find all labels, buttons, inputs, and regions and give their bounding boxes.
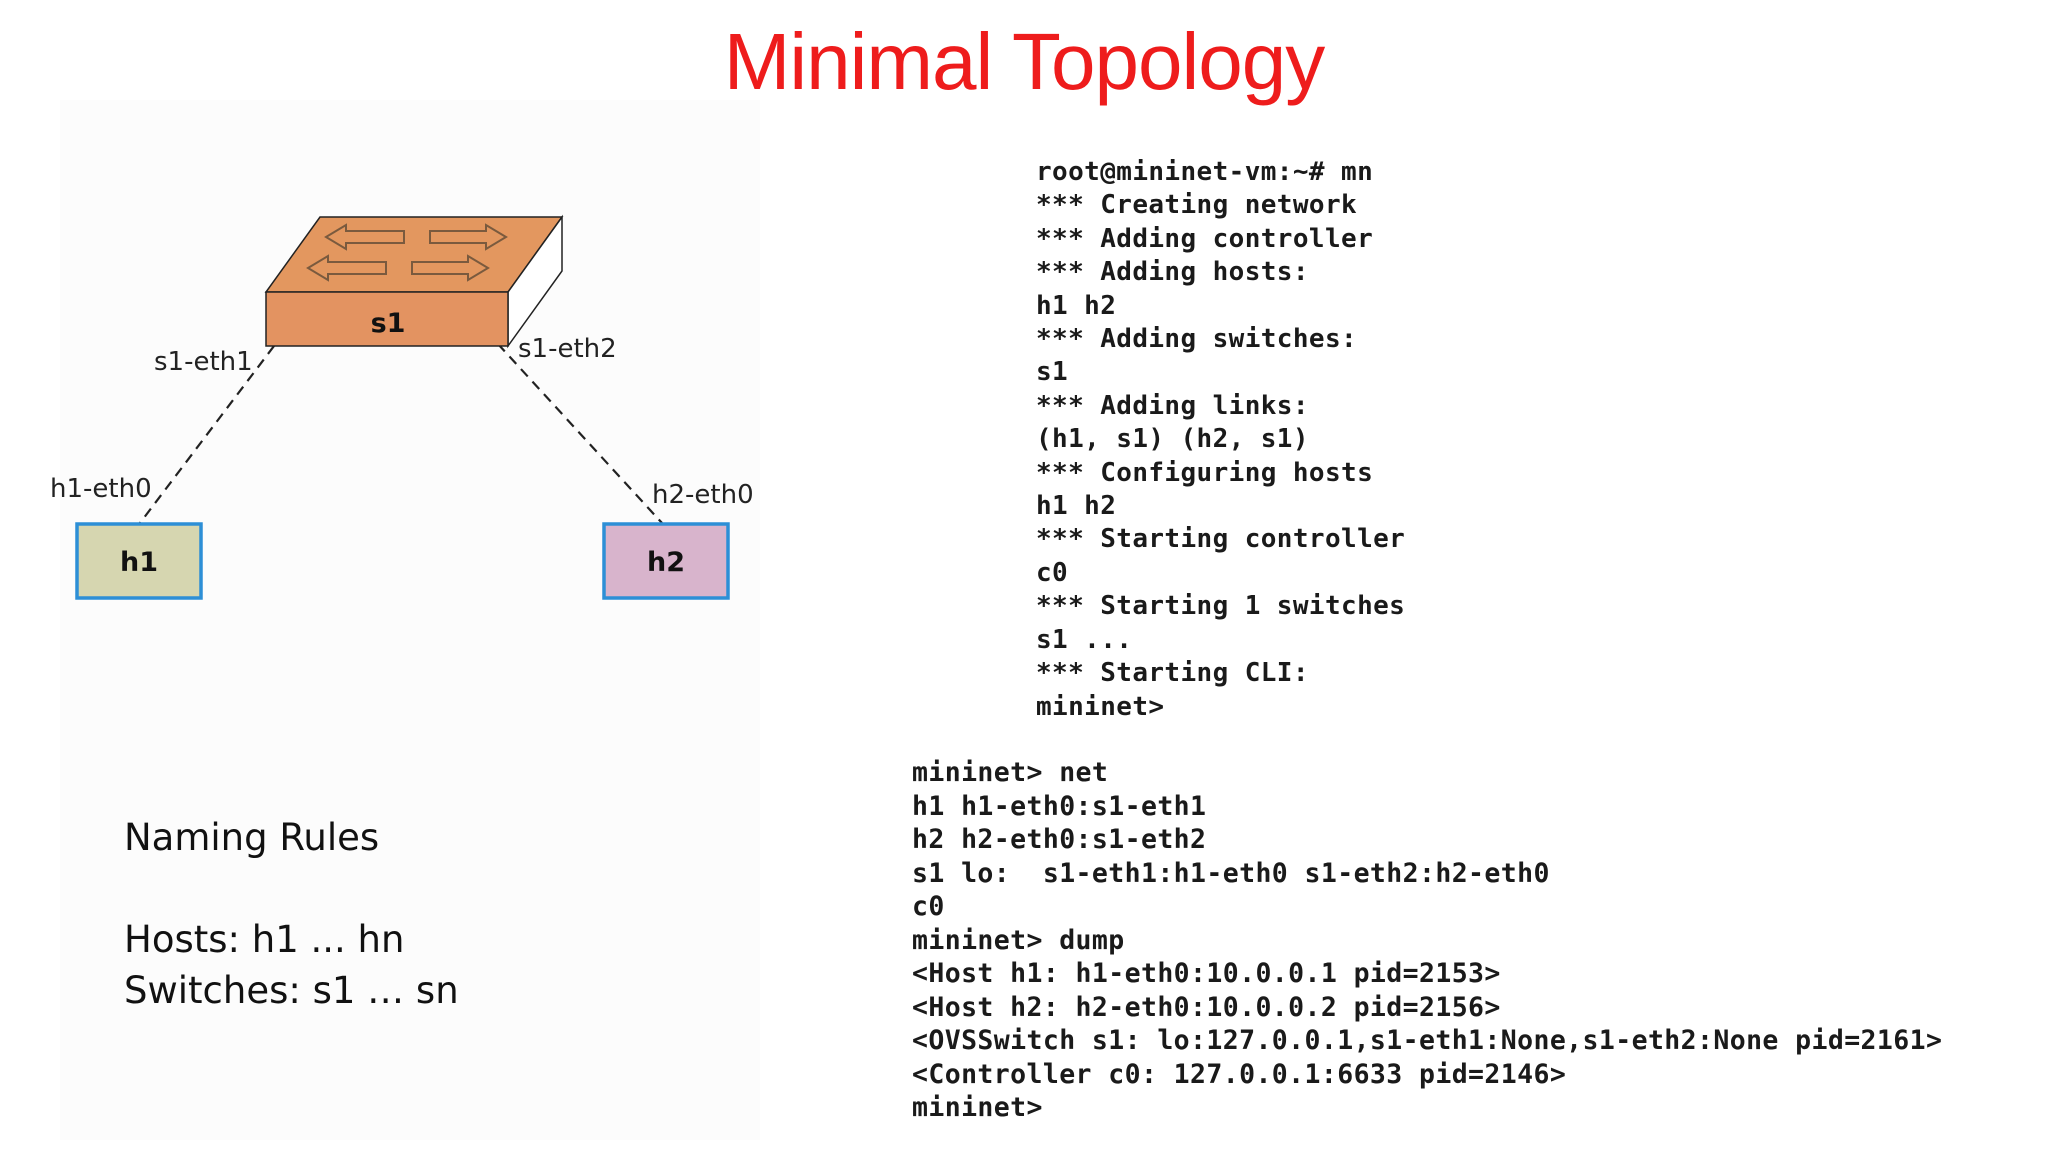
terminal-startup-line: mininet> bbox=[1036, 691, 1165, 722]
switch-arrows-icon bbox=[306, 223, 508, 282]
terminal-startup-line: *** Adding switches: bbox=[1036, 324, 1358, 355]
host-h2: h2 bbox=[602, 522, 730, 600]
terminal-startup-bg bbox=[1020, 150, 1480, 730]
terminal-startup-line: s1 bbox=[1036, 357, 1069, 388]
terminal-commands-line: h1 h1-eth0:s1-eth1 bbox=[912, 790, 1207, 822]
naming-rules-spacer bbox=[124, 863, 459, 914]
terminal-startup-line: *** Configuring hosts bbox=[1036, 457, 1374, 488]
terminal-startup-line: *** Starting controller bbox=[1036, 524, 1406, 555]
port-label-h1-eth0: h1-eth0 bbox=[50, 474, 152, 504]
terminal-startup-output: root@mininet-vm:~# mn*** Creating networ… bbox=[1036, 156, 1405, 724]
terminal-startup-line: s1 ... bbox=[1036, 624, 1133, 655]
port-label-s1-eth1: s1-eth1 bbox=[154, 347, 253, 377]
page-title: Minimal Topology bbox=[723, 17, 1326, 106]
terminal-commands-line: mininet> net bbox=[912, 757, 1109, 788]
terminal-startup-line: h1 h2 bbox=[1036, 290, 1117, 321]
terminal-startup-line: (h1, s1) (h2, s1) bbox=[1036, 424, 1309, 455]
host-h1-label: h1 bbox=[120, 547, 158, 578]
terminal-startup-line: *** Starting 1 switches bbox=[1036, 591, 1406, 622]
terminal-commands-line: <Host h1: h1-eth0:10.0.0.1 pid=2153> bbox=[912, 958, 1501, 989]
terminal-commands-line: mininet> dump bbox=[912, 924, 1125, 956]
terminal-commands-bg bbox=[900, 748, 1980, 1128]
link-h1-s1 bbox=[139, 345, 275, 524]
terminal-commands-line: <OVSSwitch s1: lo:127.0.0.1,s1-eth1:None… bbox=[912, 1025, 1943, 1056]
terminal-commands-line: c0 bbox=[912, 891, 945, 922]
terminal-startup-line: *** Creating network bbox=[1036, 190, 1358, 221]
naming-rules-heading: Naming Rules bbox=[124, 816, 380, 859]
terminal-startup-line: h1 h2 bbox=[1036, 491, 1117, 522]
terminal-commands-line: h2 h2-eth0:s1-eth2 bbox=[912, 824, 1207, 855]
host-h1: h1 bbox=[75, 522, 203, 600]
switch-label: s1 bbox=[371, 308, 406, 339]
terminal-startup-line: *** Adding links: bbox=[1036, 390, 1309, 421]
naming-rules: Naming Rules Hosts: h1 ... hn Switches: … bbox=[124, 812, 459, 1016]
switch-s1: s1 bbox=[264, 214, 564, 349]
host-h1-box bbox=[75, 522, 203, 600]
terminal-startup-line: *** Adding hosts: bbox=[1036, 257, 1309, 288]
switch-front-face bbox=[265, 291, 509, 347]
terminal-startup-line: c0 bbox=[1036, 557, 1069, 588]
link-h2-s1 bbox=[497, 343, 663, 524]
naming-rules-hosts: Hosts: h1 ... hn bbox=[124, 918, 405, 961]
port-label-s1-eth2: s1-eth2 bbox=[518, 334, 617, 364]
terminal-startup-line: *** Adding controller bbox=[1036, 223, 1374, 254]
terminal-commands-line: s1 lo: s1-eth1:h1-eth0 s1-eth2:h2-eth0 bbox=[912, 857, 1550, 889]
terminal-commands-line: mininet> bbox=[912, 1092, 1043, 1123]
naming-rules-switches: Switches: s1 … sn bbox=[124, 969, 459, 1012]
port-label-h2-eth0: h2-eth0 bbox=[652, 480, 754, 510]
terminal-startup-line: *** Starting CLI: bbox=[1036, 658, 1309, 689]
host-h2-label: h2 bbox=[647, 547, 685, 578]
terminal-startup-line: root@mininet-vm:~# mn bbox=[1036, 157, 1374, 187]
host-h2-box bbox=[602, 522, 730, 600]
terminal-commands-line: <Controller c0: 127.0.0.1:6633 pid=2146> bbox=[912, 1058, 1567, 1090]
terminal-commands-line: <Host h2: h2-eth0:10.0.0.2 pid=2156> bbox=[912, 991, 1501, 1023]
